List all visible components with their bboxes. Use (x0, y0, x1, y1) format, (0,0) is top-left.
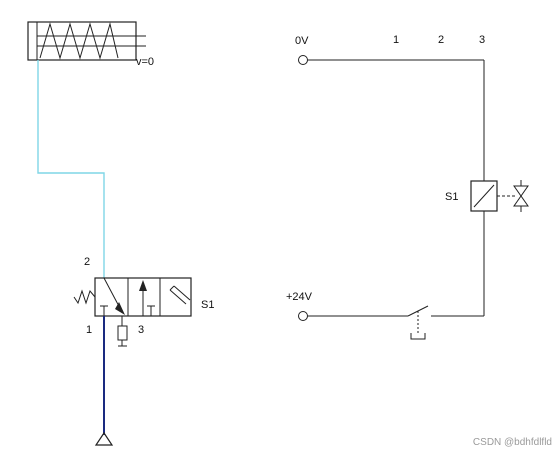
directional-valve[interactable] (94, 277, 192, 317)
rail-24v-label: +24V (286, 291, 313, 303)
up-arrow-icon (139, 280, 147, 291)
rail-0v-label: 0V (295, 35, 309, 47)
valve-port-2-label: 2 (84, 256, 90, 268)
pressure-source-icon (94, 431, 114, 446)
terminal-0v[interactable] (298, 55, 308, 65)
valve-port-3-label: 3 (138, 324, 144, 336)
column-1-label: 1 (393, 34, 399, 46)
valve-solenoid-label: S1 (201, 299, 214, 311)
solenoid-coil[interactable] (470, 180, 498, 212)
return-spring-icon (73, 289, 96, 305)
exhaust-silencer-icon (117, 316, 128, 347)
coil-label: S1 (445, 191, 458, 203)
air-line (37, 60, 105, 278)
column-3-label: 3 (479, 34, 485, 46)
terminal-24v[interactable] (298, 311, 308, 321)
valve-port-1-label: 1 (86, 324, 92, 336)
cylinder-velocity-label: v=0 (136, 56, 154, 68)
flow-arrow-icon (115, 302, 125, 315)
spring-icon (39, 22, 119, 60)
column-2-label: 2 (438, 34, 444, 46)
pneumatic-cylinder[interactable] (27, 21, 146, 61)
pushbutton-switch[interactable] (407, 305, 429, 340)
valve-bowtie-icon (513, 180, 529, 212)
watermark: CSDN @bdhfdlfld (472, 437, 552, 448)
